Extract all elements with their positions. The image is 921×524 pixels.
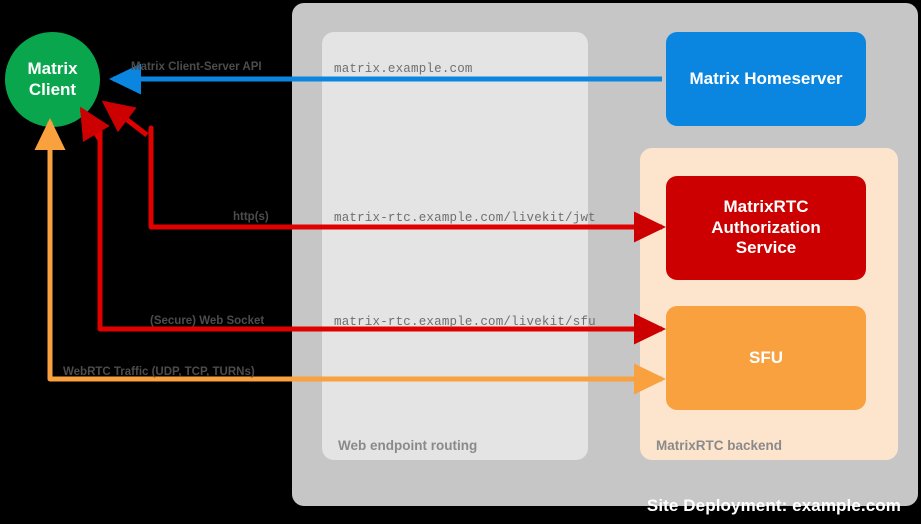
- endpoint-url-matrix: matrix.example.com: [334, 62, 473, 76]
- node-matrix-homeserver[interactable]: Matrix Homeserver: [666, 32, 866, 126]
- flow-label-webrtc: WebRTC Traffic (UDP, TCP, TURNs): [63, 366, 255, 378]
- web-endpoint-routing-container: [322, 32, 588, 460]
- flow-label-websocket: (Secure) Web Socket: [150, 315, 265, 327]
- flow-label-https: http(s): [233, 211, 269, 223]
- flow-https-arrow: [148, 125, 667, 243]
- node-auth-line1: MatrixRTC: [723, 197, 809, 217]
- matrixrtc-backend-label: MatrixRTC backend: [656, 438, 783, 453]
- node-matrix-client[interactable]: Matrix Client: [5, 32, 100, 127]
- node-sfu[interactable]: SFU: [666, 306, 866, 410]
- node-matrix-homeserver-label: Matrix Homeserver: [689, 68, 843, 88]
- node-matrixrtc-authorization-service[interactable]: MatrixRTC Authorization Service: [666, 176, 866, 280]
- flow-label-cs-api: Matrix Client-Server API: [131, 61, 262, 73]
- web-endpoint-routing-label: Web endpoint routing: [338, 438, 478, 453]
- node-sfu-label: SFU: [749, 347, 783, 367]
- node-matrix-client-line1: Matrix: [27, 59, 78, 79]
- site-deployment-label: Site Deployment: example.com: [646, 496, 901, 515]
- node-matrix-client-line2: Client: [28, 79, 77, 99]
- flow-webrtc-arrow: [47, 137, 667, 395]
- flow-websocket-arrow: [97, 125, 667, 345]
- endpoint-url-sfu: matrix-rtc.example.com/livekit/sfu: [334, 315, 596, 329]
- node-auth-line3: Service: [735, 238, 797, 258]
- endpoint-url-jwt: matrix-rtc.example.com/livekit/jwt: [334, 211, 596, 225]
- node-auth-line2: Authorization: [711, 217, 821, 237]
